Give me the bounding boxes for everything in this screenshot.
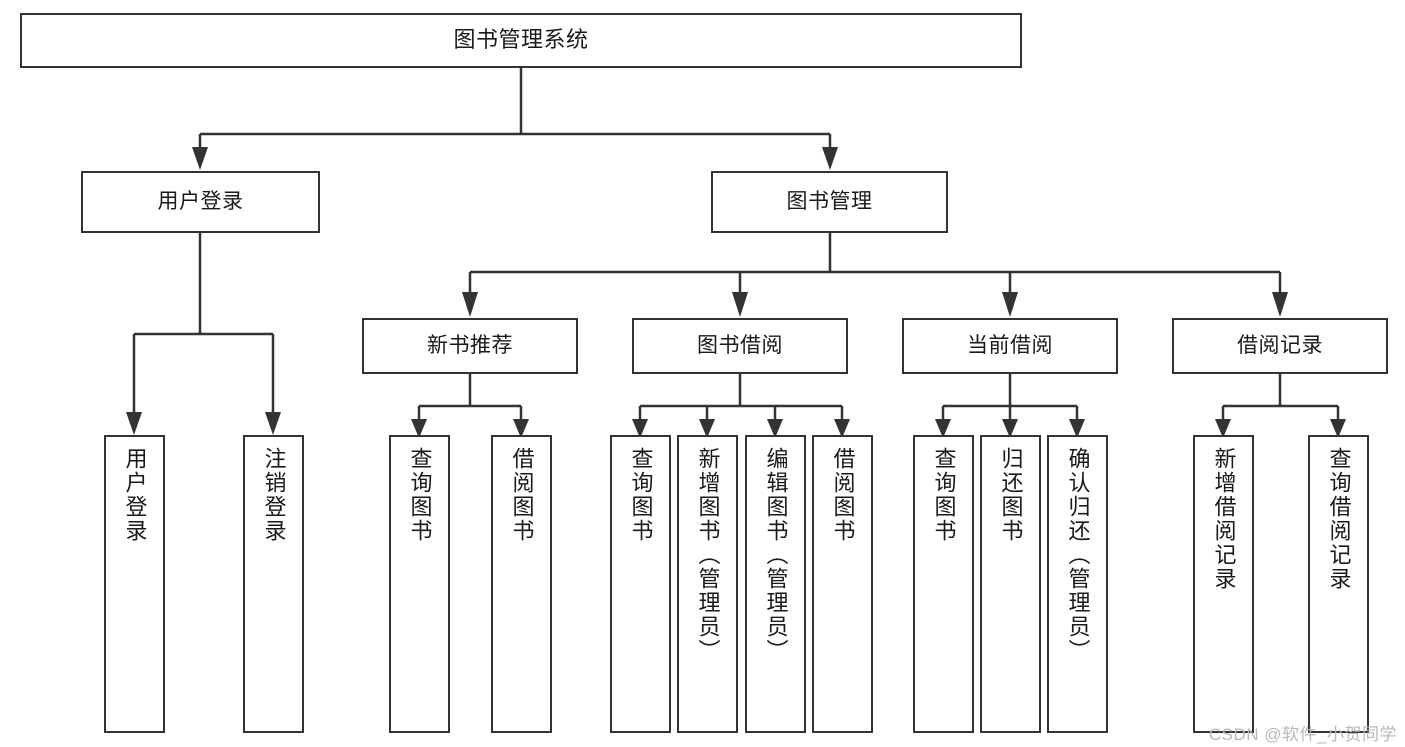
node-leaf-confirm-return[interactable]: 确认归还（管理员） bbox=[1047, 435, 1108, 733]
node-leaf-add-book[interactable]: 新增图书（管理员） bbox=[677, 435, 738, 733]
node-leaf-borrow-book-1-label: 借阅图书 bbox=[509, 447, 535, 543]
node-leaf-borrow-book-2[interactable]: 借阅图书 bbox=[812, 435, 873, 733]
node-leaf-logout[interactable]: 注销登录 bbox=[243, 435, 304, 733]
node-book-borrow[interactable]: 图书借阅 bbox=[632, 318, 848, 374]
node-leaf-query-book-3[interactable]: 查询图书 bbox=[913, 435, 974, 733]
node-leaf-borrow-book-1[interactable]: 借阅图书 bbox=[491, 435, 552, 733]
node-leaf-edit-book-label: 编辑图书（管理员） bbox=[763, 447, 789, 663]
node-root[interactable]: 图书管理系统 bbox=[20, 13, 1022, 68]
node-book-borrow-label: 图书借阅 bbox=[697, 334, 783, 358]
node-leaf-query-book-1-label: 查询图书 bbox=[407, 447, 433, 543]
node-book-manage-label: 图书管理 bbox=[786, 190, 873, 214]
node-leaf-query-book-1[interactable]: 查询图书 bbox=[389, 435, 450, 733]
node-leaf-edit-book[interactable]: 编辑图书（管理员） bbox=[745, 435, 806, 733]
node-leaf-return-book-label: 归还图书 bbox=[998, 447, 1024, 543]
node-leaf-query-book-2[interactable]: 查询图书 bbox=[610, 435, 671, 733]
node-borrow-record-label: 借阅记录 bbox=[1237, 334, 1323, 358]
node-leaf-logout-label: 注销登录 bbox=[261, 447, 287, 543]
watermark: CSDN @软件_小贺同学 bbox=[1208, 725, 1397, 744]
node-user-login-label: 用户登录 bbox=[157, 190, 244, 214]
node-leaf-user-login[interactable]: 用户登录 bbox=[104, 435, 165, 733]
node-leaf-add-record-label: 新增借阅记录 bbox=[1211, 447, 1237, 591]
node-borrow-record[interactable]: 借阅记录 bbox=[1172, 318, 1388, 374]
node-new-book-recommend[interactable]: 新书推荐 bbox=[362, 318, 578, 374]
node-leaf-confirm-return-label: 确认归还（管理员） bbox=[1065, 447, 1091, 663]
node-leaf-query-book-2-label: 查询图书 bbox=[628, 447, 654, 543]
node-current-borrow-label: 当前借阅 bbox=[967, 334, 1053, 358]
node-leaf-query-record[interactable]: 查询借阅记录 bbox=[1308, 435, 1369, 733]
node-leaf-query-record-label: 查询借阅记录 bbox=[1326, 447, 1352, 591]
node-user-login[interactable]: 用户登录 bbox=[81, 171, 320, 233]
node-root-label: 图书管理系统 bbox=[453, 27, 589, 53]
node-book-manage[interactable]: 图书管理 bbox=[711, 171, 948, 233]
node-leaf-add-book-label: 新增图书（管理员） bbox=[695, 447, 721, 663]
node-leaf-add-record[interactable]: 新增借阅记录 bbox=[1193, 435, 1254, 733]
node-leaf-query-book-3-label: 查询图书 bbox=[931, 447, 957, 543]
node-leaf-user-login-label: 用户登录 bbox=[122, 447, 148, 543]
node-leaf-borrow-book-2-label: 借阅图书 bbox=[830, 447, 856, 543]
node-new-book-recommend-label: 新书推荐 bbox=[427, 334, 513, 358]
node-current-borrow[interactable]: 当前借阅 bbox=[902, 318, 1118, 374]
node-leaf-return-book[interactable]: 归还图书 bbox=[980, 435, 1041, 733]
